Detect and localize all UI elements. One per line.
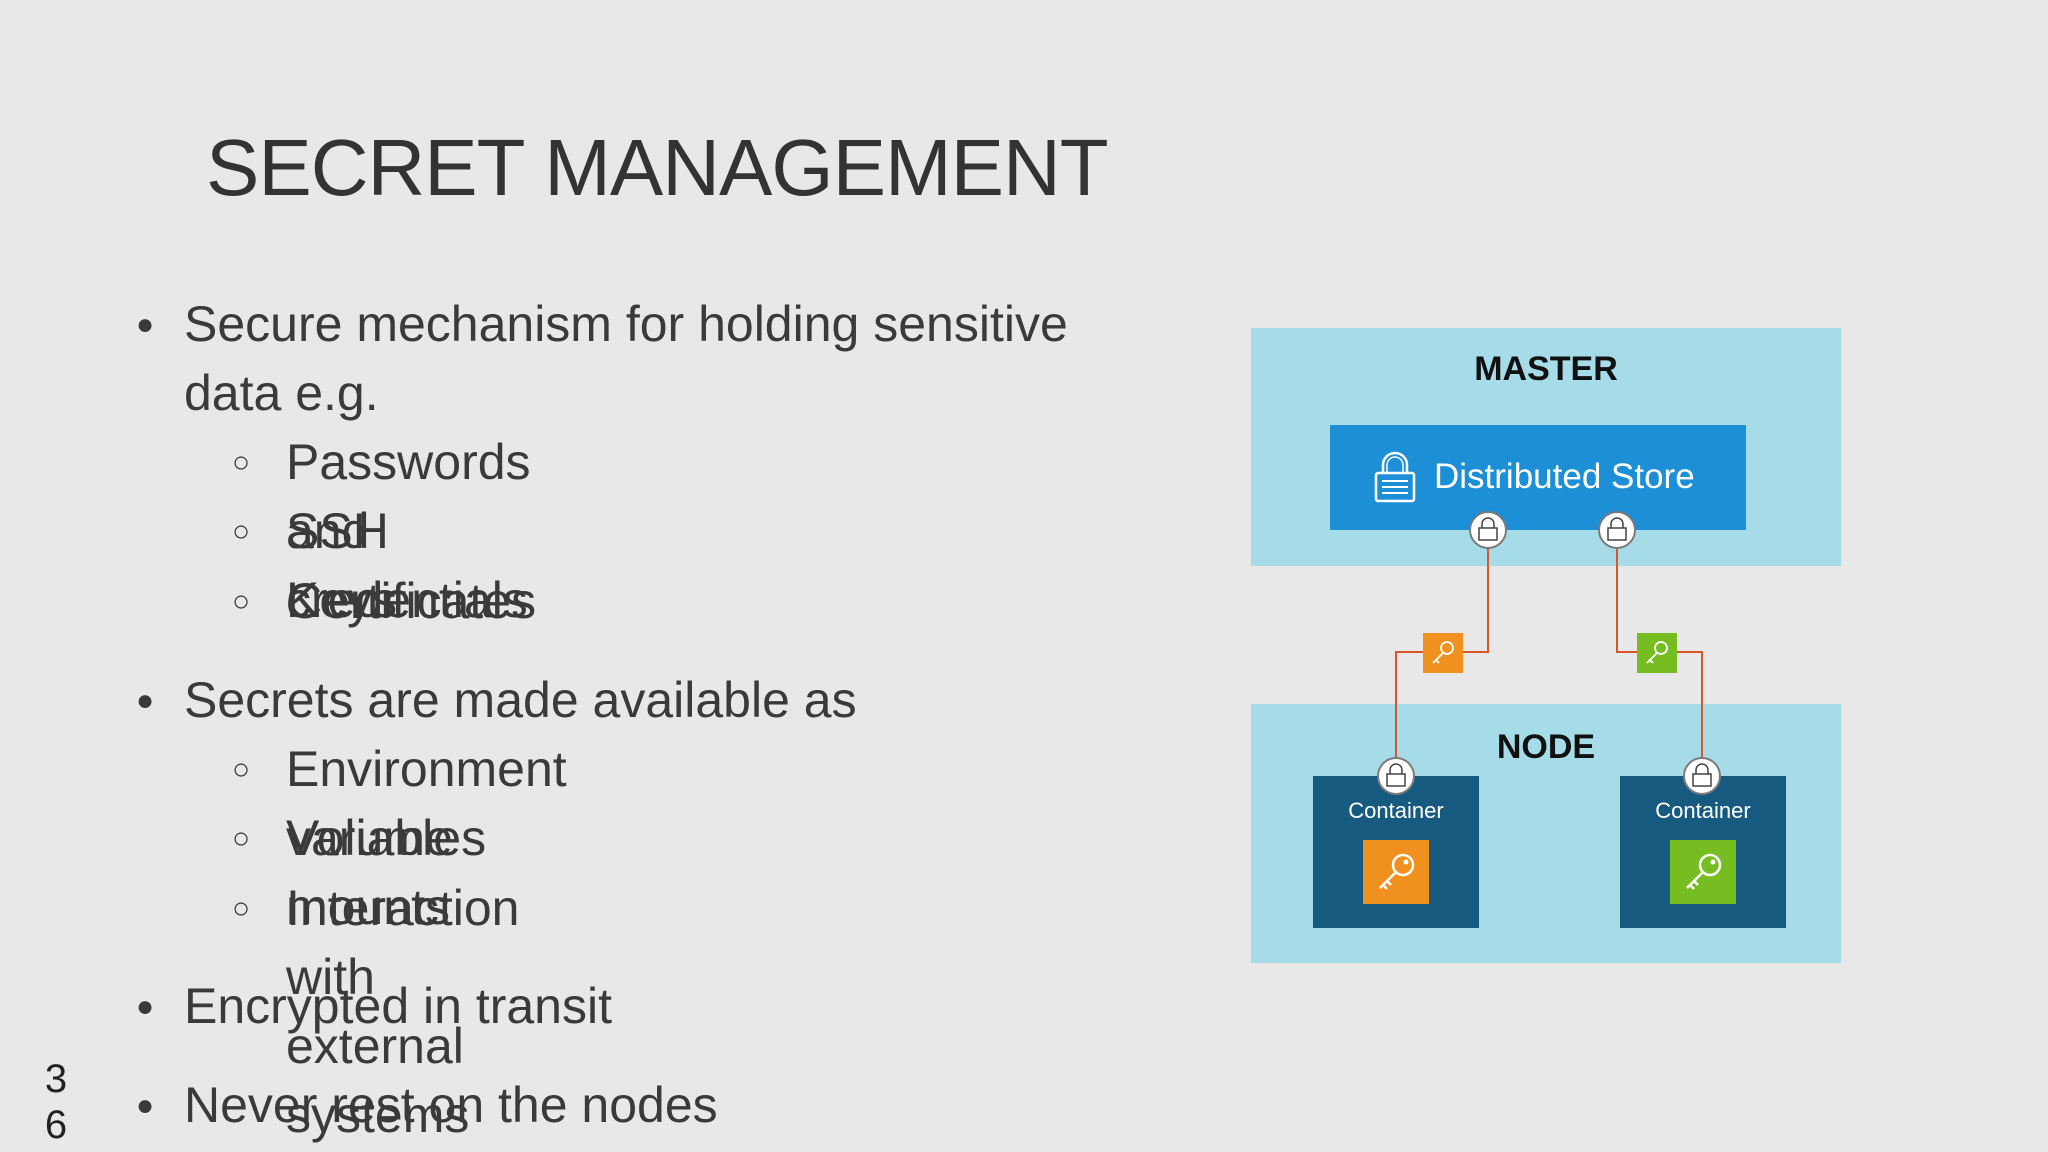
store-label: Distributed Store [1434, 457, 1695, 496]
secret-badge-icon [1598, 511, 1636, 549]
container-left: Container [1313, 776, 1479, 928]
container-label: Container [1655, 798, 1751, 823]
page-number-digit: 6 [44, 1103, 68, 1147]
distributed-store: Distributed Store [1330, 425, 1746, 530]
container-right: Container [1620, 776, 1786, 928]
bullet-text: Secure mechanism for holding sensitive [184, 296, 1068, 352]
secret-badge-icon [1377, 757, 1415, 795]
bullet-text-continued: data e.g. [184, 365, 379, 421]
lock-icon [1374, 451, 1416, 503]
key-icon [1363, 840, 1429, 904]
secret-badge-icon [1469, 511, 1507, 549]
bullet-made-available: Secrets are made available as [136, 666, 1114, 735]
page-number-digit: 3 [44, 1057, 68, 1101]
container-label: Container [1348, 798, 1444, 823]
page-number: 3 6 [42, 1056, 70, 1148]
bullet-never-rest: Never rest on the nodes [136, 1071, 1114, 1140]
key-icon [1637, 633, 1677, 673]
master-label: MASTER [1474, 350, 1618, 388]
secret-badge-icon [1683, 757, 1721, 795]
key-icon [1423, 633, 1463, 673]
bullet-secure-mechanism: Secure mechanism for holding sensitive d… [136, 290, 1114, 428]
bullet-encrypted-transit: Encrypted in transit [136, 972, 1114, 1041]
key-icon [1670, 840, 1736, 904]
sub-bullet-certificates: Certificates [232, 567, 536, 636]
slide-title: SECRET MANAGEMENT [206, 123, 1109, 212]
node-label: NODE [1496, 728, 1596, 766]
